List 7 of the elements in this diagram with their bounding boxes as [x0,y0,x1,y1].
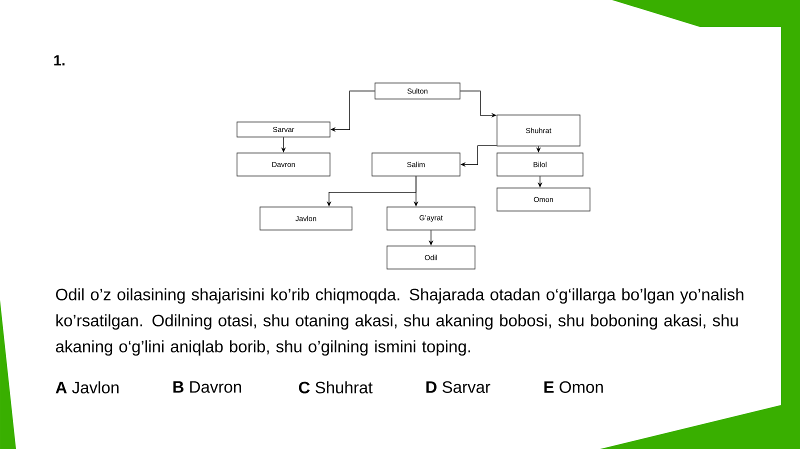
question-text: Odil o’z oilasining shajarisini ko’rib chiqmoqda. Shajarada otadan o‘g‘illarga bo’lgan yo’nalish ko’rsatilgan. Odilning otasi, shu otaning akasi, shu akaning bobosi, shu boboning akasi, shu akaning o‘g’lini aniqlab borib, shu o’gilning ismini toping. [56,288,744,356]
answer-option: E Omon [544,381,603,393]
answer-option: D Sarvar [426,381,490,393]
number: 1. [54,55,64,66]
answer-option: C Shuhrat [298,381,373,394]
answer-option: B Davron [173,381,242,393]
answer-option: A Javlon [56,381,119,394]
